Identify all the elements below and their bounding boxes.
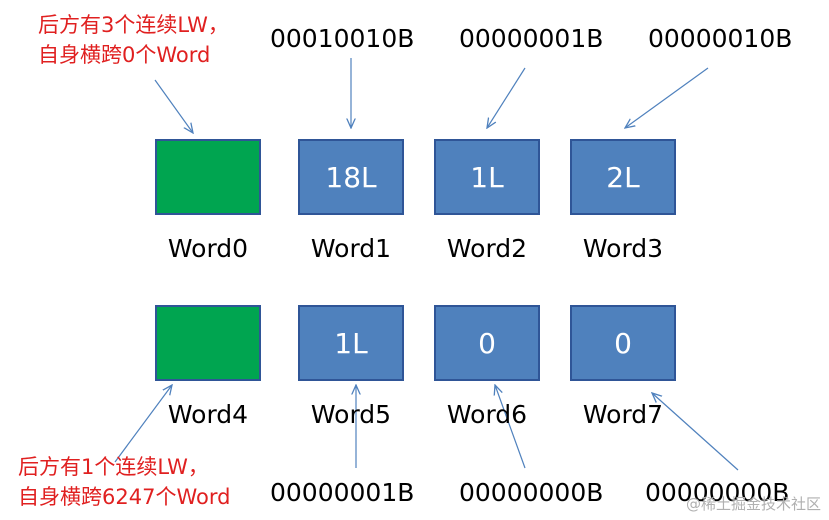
arrow-bits-to-word6 bbox=[495, 385, 526, 469]
word6-value: 0 bbox=[478, 326, 496, 360]
word2-label: Word2 bbox=[446, 234, 528, 263]
bits-word1: 00010010B bbox=[270, 24, 415, 53]
word6-label: Word6 bbox=[446, 400, 528, 429]
word0-box bbox=[155, 139, 261, 215]
watermark: @稀土掘金技术社区 bbox=[685, 495, 821, 513]
note-bottom-line2: 自身横跨6247个Word bbox=[18, 485, 231, 509]
word1-value: 18L bbox=[325, 160, 377, 194]
word4-label: Word4 bbox=[167, 400, 249, 429]
note-top: 后方有3个连续LW， 自身横跨0个Word bbox=[38, 10, 229, 70]
word3-label: Word3 bbox=[582, 234, 664, 263]
word0-label: Word0 bbox=[167, 234, 249, 263]
word7-label: Word7 bbox=[582, 400, 664, 429]
word7-value: 0 bbox=[614, 326, 632, 360]
note-top-line2: 自身横跨0个Word bbox=[38, 43, 211, 67]
note-top-line1: 后方有3个连续LW， bbox=[38, 13, 229, 37]
word1-box: 18L bbox=[298, 139, 404, 215]
arrow-note-bottom-to-word4 bbox=[114, 385, 172, 463]
word6-box: 0 bbox=[434, 305, 540, 381]
bits-word2: 00000001B bbox=[459, 24, 604, 53]
word4-box bbox=[155, 305, 261, 381]
bits-word3: 00000010B bbox=[648, 24, 793, 53]
note-bottom: 后方有1个连续LW， 自身横跨6247个Word bbox=[18, 452, 230, 512]
bits-word6: 00000000B bbox=[459, 478, 604, 507]
bits-word7: 00000000B bbox=[645, 478, 790, 507]
arrow-bits-to-word7 bbox=[652, 393, 739, 471]
word5-box: 1L bbox=[298, 305, 404, 381]
arrow-note-top-to-word0 bbox=[154, 79, 193, 133]
arrow-bits-to-word2 bbox=[487, 67, 526, 128]
word3-box: 2L bbox=[570, 139, 676, 215]
word7-box: 0 bbox=[570, 305, 676, 381]
word5-label: Word5 bbox=[310, 400, 392, 429]
word3-value: 2L bbox=[606, 160, 640, 194]
arrow-bits-to-word3 bbox=[625, 67, 709, 128]
word1-label: Word1 bbox=[310, 234, 392, 263]
note-bottom-line1: 后方有1个连续LW， bbox=[18, 455, 209, 479]
word2-value: 1L bbox=[470, 160, 504, 194]
bits-word5: 00000001B bbox=[270, 478, 415, 507]
word2-box: 1L bbox=[434, 139, 540, 215]
word5-value: 1L bbox=[334, 326, 368, 360]
